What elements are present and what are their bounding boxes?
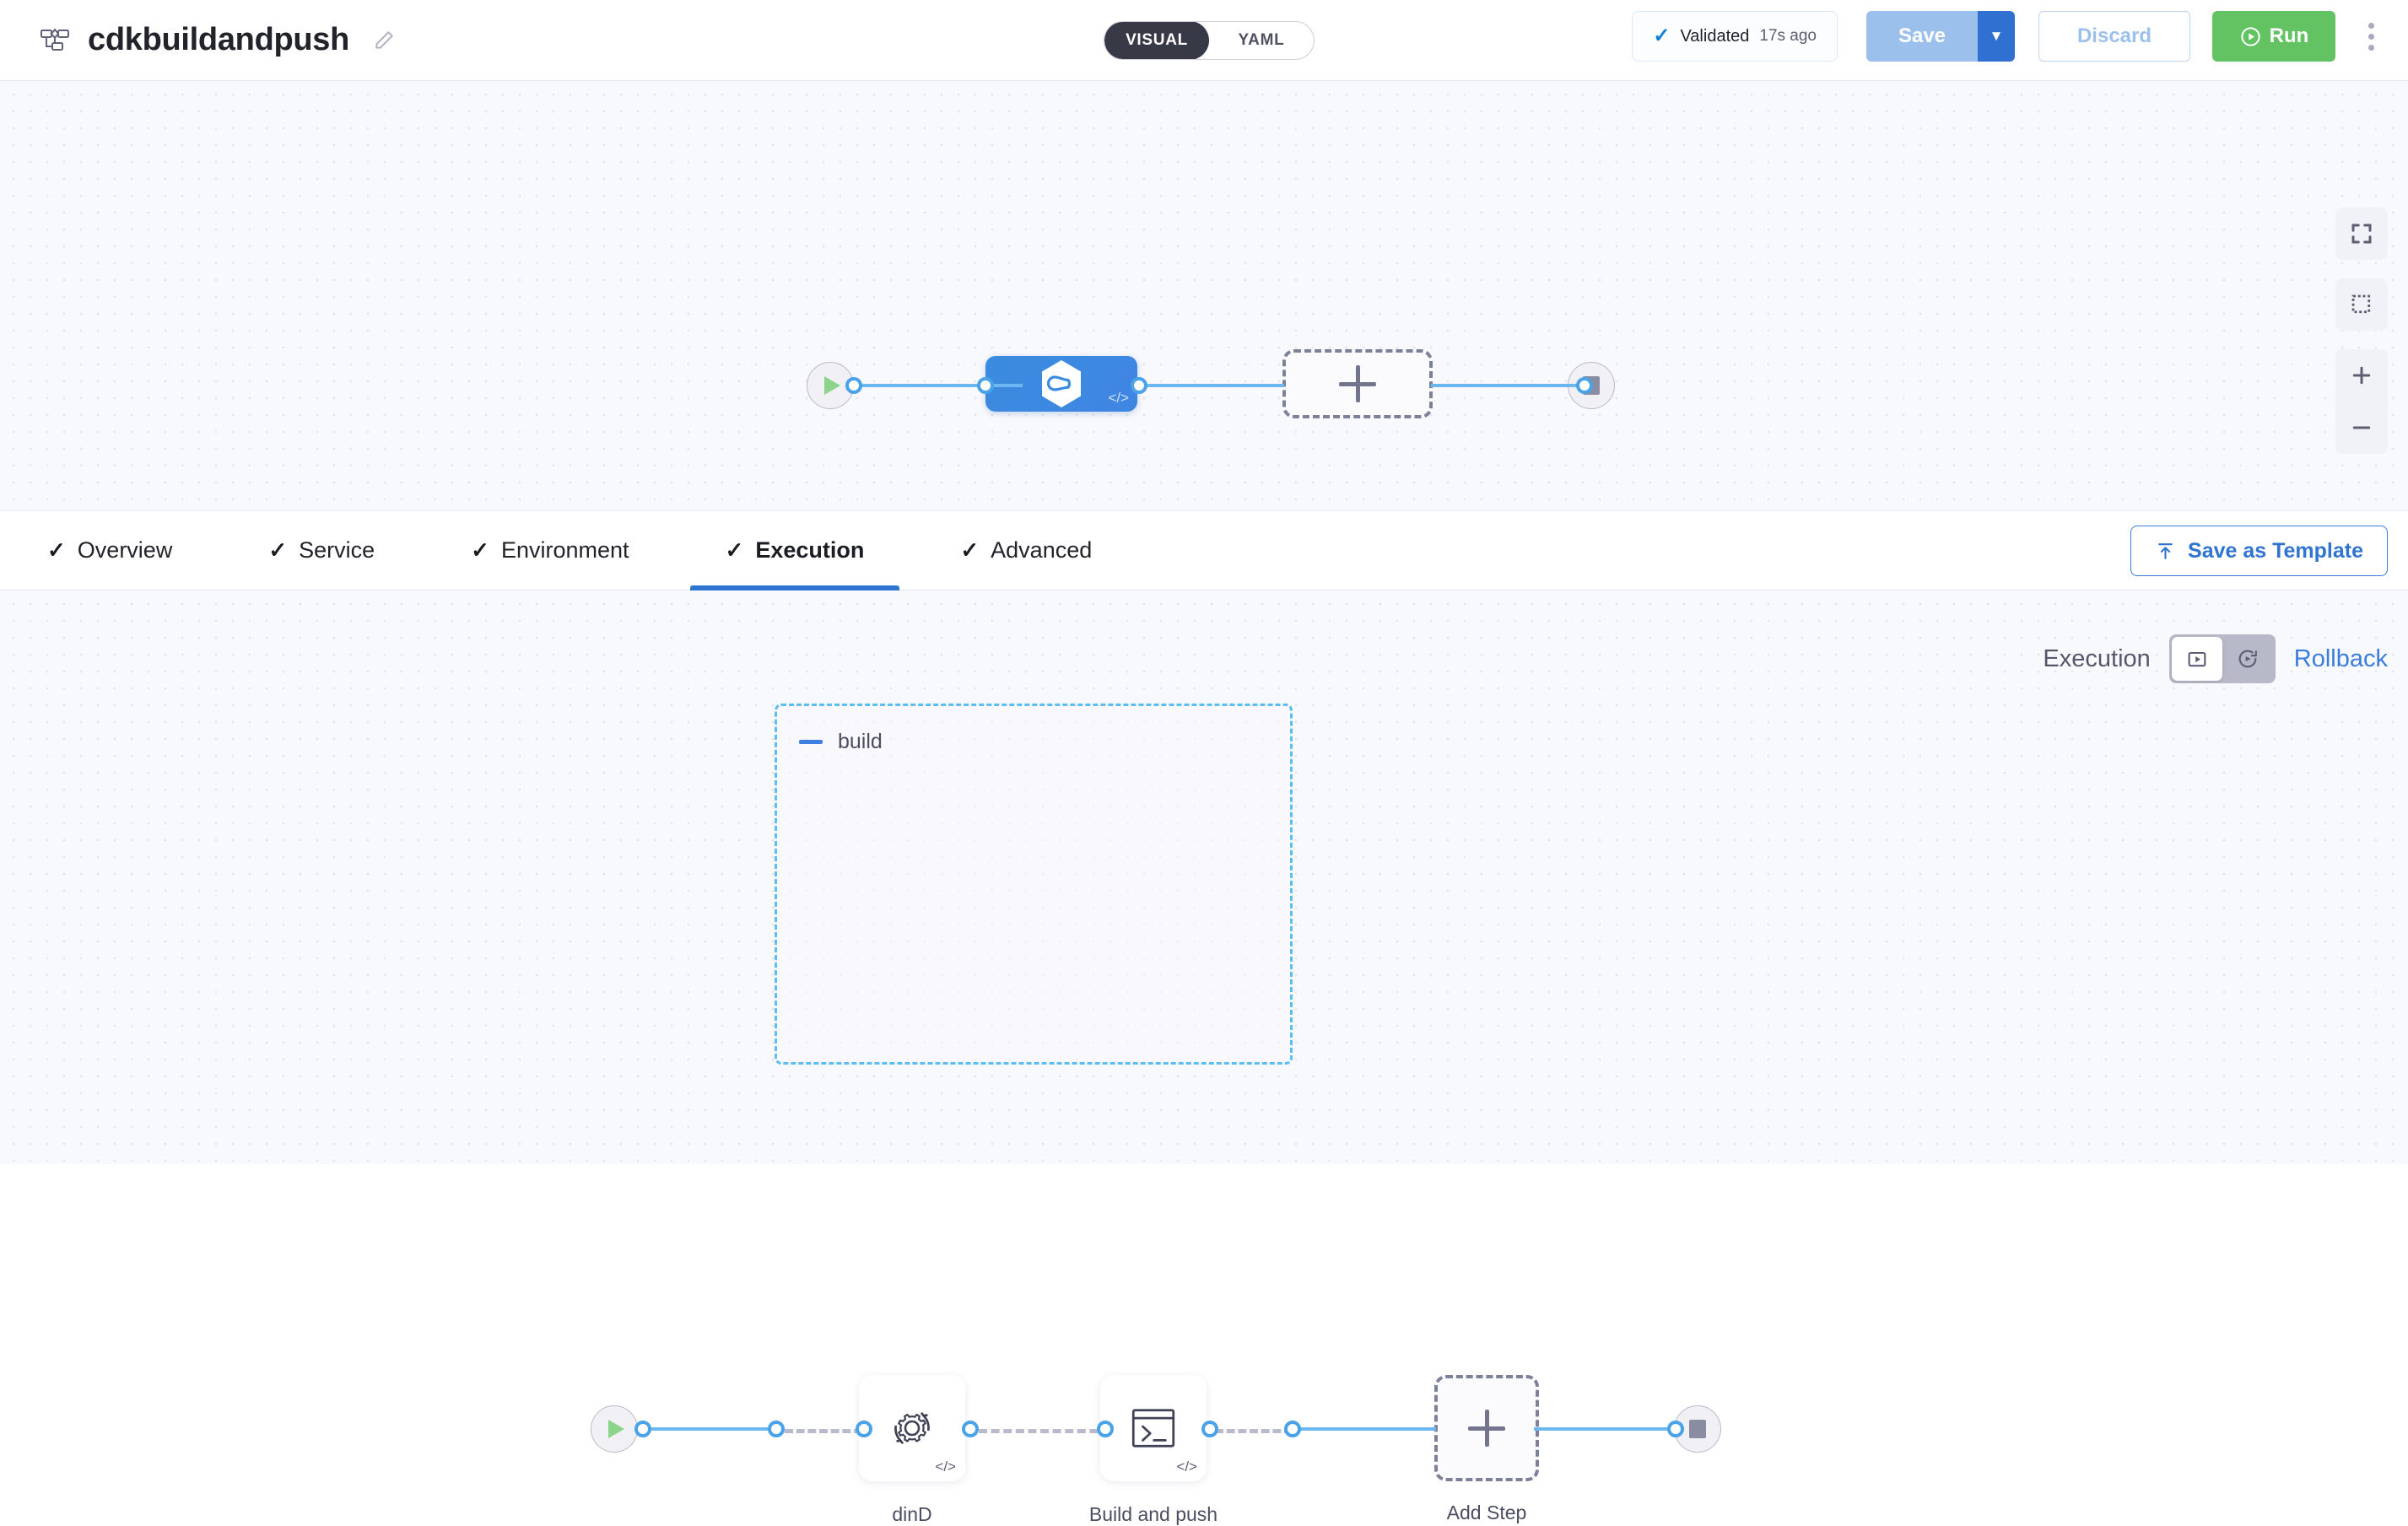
validated-status-badge: ✓ Validated 17s ago [1632, 11, 1838, 62]
terminal-icon [1128, 1405, 1179, 1452]
gear-refresh-icon [886, 1402, 938, 1454]
save-button[interactable]: Save [1866, 11, 1978, 62]
port-buildpush-in[interactable] [1097, 1421, 1114, 1437]
app-header: cdkbuildandpush VISUAL YAML ✓ Validated … [0, 0, 2408, 81]
execution-rollback-switch[interactable]: Execution Rollback [2043, 634, 2388, 683]
check-icon: ✓ [47, 537, 66, 563]
link-addstage-to-end [1431, 384, 1585, 387]
pipeline-flow-icon [37, 23, 73, 58]
link-ckd-to-addstage [1139, 384, 1284, 387]
save-as-template-label: Save as Template [2188, 538, 2363, 563]
check-icon: ✓ [268, 537, 288, 563]
step-node-build-and-push[interactable]: </> [1100, 1375, 1207, 1481]
validated-timestamp: 17s ago [1759, 27, 1817, 45]
upload-template-icon [2155, 541, 2176, 562]
kebab-menu-icon[interactable] [2354, 11, 2388, 62]
zoom-controls[interactable] [2335, 349, 2388, 454]
execution-start-node[interactable] [591, 1405, 638, 1453]
pencil-icon[interactable] [371, 28, 397, 53]
tab-label: Overview [77, 537, 173, 563]
tab-advanced[interactable]: ✓ Advanced [957, 511, 1095, 590]
port-ckd-out[interactable] [1131, 377, 1147, 394]
stage-canvas[interactable]: </> ckd Add Stage [0, 81, 2408, 563]
selection-box-icon[interactable] [2335, 278, 2388, 331]
add-stage-button[interactable] [1282, 349, 1433, 418]
check-icon: ✓ [471, 537, 489, 563]
port-buildpush-out[interactable] [1201, 1421, 1218, 1437]
run-button[interactable]: Run [2212, 11, 2335, 62]
header-right-cluster: ✓ Validated 17s ago Save ▼ Discard Run [1632, 11, 2388, 62]
step-node-dind[interactable]: </> [859, 1375, 965, 1481]
code-icon: </> [935, 1459, 956, 1475]
add-step-label: Add Step [1446, 1502, 1527, 1523]
visual-yaml-toggle[interactable]: VISUAL YAML [1104, 21, 1315, 60]
port-ckd-in[interactable] [977, 377, 994, 394]
collapse-minus-icon[interactable] [799, 740, 823, 744]
port-exec-start-out[interactable] [634, 1421, 651, 1437]
port-group-in[interactable] [768, 1421, 785, 1437]
link-addstep-to-end [1534, 1427, 1684, 1431]
tab-list: ✓ Overview ✓ Service ✓ Environment ✓ Exe… [0, 511, 1095, 590]
save-button-group[interactable]: Save ▼ [1866, 11, 2015, 62]
mode-tab-visual[interactable]: VISUAL [1104, 22, 1209, 59]
link-dind-to-buildpush [979, 1429, 1110, 1433]
link-buildpush-to-group-out [1215, 1429, 1293, 1433]
tab-environment[interactable]: ✓ Environment [467, 511, 632, 590]
rollback-circular-icon[interactable] [2222, 637, 2273, 681]
play-icon [824, 376, 840, 395]
fit-to-screen-icon[interactable] [2335, 208, 2388, 260]
port-dind-in[interactable] [856, 1421, 872, 1437]
stage-config-tabbar: ✓ Overview ✓ Service ✓ Environment ✓ Exe… [0, 511, 2408, 590]
check-icon: ✓ [725, 537, 744, 563]
execution-play-box-icon[interactable] [2171, 637, 2222, 681]
chevron-down-icon[interactable]: ▼ [1978, 11, 2015, 62]
header-left-cluster: cdkbuildandpush [0, 22, 397, 58]
tab-service[interactable]: ✓ Service [265, 511, 378, 590]
execution-rollback-toggle[interactable] [2168, 634, 2276, 683]
group-header[interactable]: build [799, 730, 883, 754]
code-icon: </> [1108, 390, 1129, 406]
stop-icon [1689, 1420, 1706, 1438]
port-start-out[interactable] [845, 377, 862, 394]
add-step-button[interactable] [1434, 1375, 1539, 1481]
group-title: build [838, 730, 883, 753]
zoom-out-icon[interactable] [2335, 402, 2388, 454]
page-title: cdkbuildandpush [88, 22, 350, 57]
canvas-controls[interactable] [2335, 208, 2388, 454]
execution-label: Execution [2043, 644, 2151, 672]
link-start-to-group [643, 1427, 775, 1431]
stage-group-build[interactable]: build [775, 704, 1293, 1065]
execution-canvas[interactable]: build </> dinD [0, 590, 2408, 1525]
zoom-in-icon[interactable] [2335, 349, 2388, 402]
tab-execution[interactable]: ✓ Execution [689, 511, 900, 590]
harness-hexagon-icon [1038, 359, 1085, 409]
port-exec-end-in[interactable] [1667, 1421, 1684, 1437]
port-end-in[interactable] [1576, 377, 1593, 394]
tab-label: Advanced [991, 537, 1093, 563]
play-icon [608, 1420, 624, 1438]
tab-label: Service [299, 537, 375, 563]
validated-label: Validated [1680, 26, 1750, 46]
step-label-build-and-push: Build and push [1088, 1503, 1218, 1525]
save-as-template-button[interactable]: Save as Template [2130, 526, 2388, 576]
check-icon: ✓ [960, 537, 980, 563]
rollback-label[interactable]: Rollback [2293, 644, 2388, 672]
mode-tab-yaml[interactable]: YAML [1238, 31, 1285, 49]
check-icon: ✓ [1653, 24, 1671, 47]
tab-label: Environment [500, 537, 629, 563]
tab-overview[interactable]: ✓ Overview [44, 511, 175, 590]
port-dind-out[interactable] [962, 1421, 979, 1437]
link-group-to-addstep [1299, 1427, 1436, 1431]
link-start-to-ckd [854, 384, 1023, 387]
step-label-dind: dinD [892, 1503, 932, 1525]
play-circle-icon [2239, 25, 2262, 48]
discard-button[interactable]: Discard [2038, 11, 2190, 62]
run-label: Run [2269, 24, 2309, 47]
link-group-in-to-dind [785, 1429, 862, 1433]
code-icon: </> [1176, 1459, 1197, 1475]
tab-label: Execution [755, 537, 865, 563]
port-group-out[interactable] [1284, 1421, 1301, 1437]
